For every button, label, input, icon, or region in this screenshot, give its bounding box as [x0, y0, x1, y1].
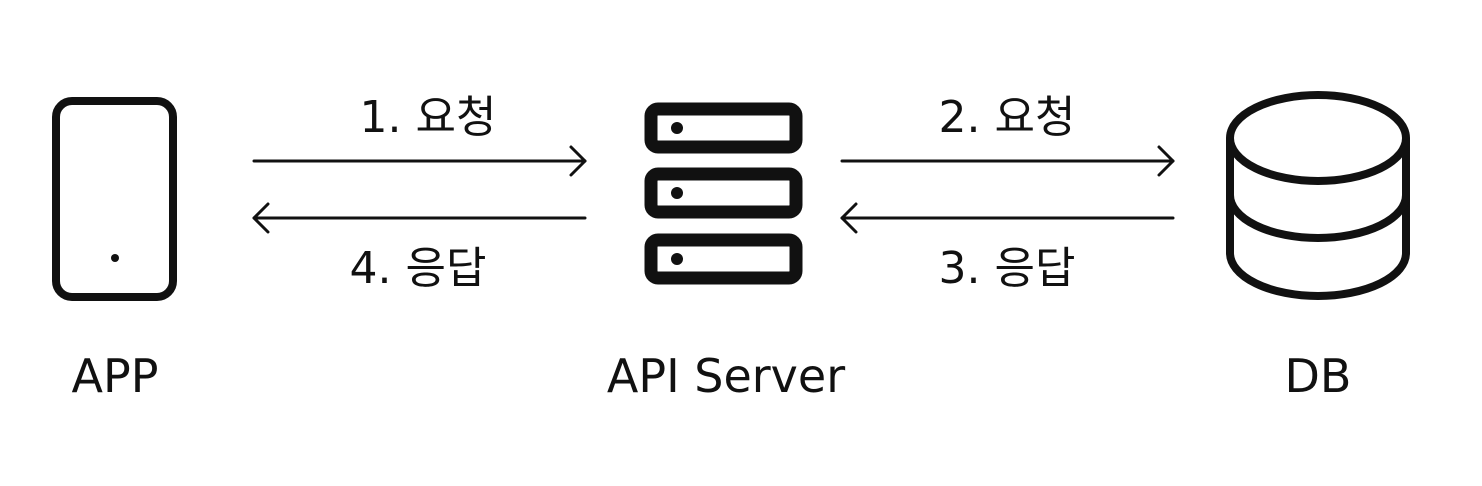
smartphone-icon: [52, 97, 177, 301]
server-unit-2: [644, 167, 803, 219]
node-label-db: DB: [1284, 349, 1352, 403]
edge-label-3-response: 3. 응답: [938, 243, 1076, 294]
edge-label-2-request: 2. 요청: [938, 92, 1076, 143]
arrow-db-to-server: [840, 202, 1175, 234]
edge-label-4-response: 4. 응답: [349, 243, 487, 294]
server-unit-3: [644, 233, 803, 285]
server-rack-icon: [644, 102, 803, 285]
arrow-server-to-app: [252, 202, 587, 234]
database-icon: [1226, 91, 1410, 300]
node-label-api-server: API Server: [606, 349, 846, 403]
server-led-1: [671, 122, 683, 134]
edge-label-1-request: 1. 요청: [359, 92, 497, 143]
server-unit-1: [644, 102, 803, 154]
arrow-app-to-server: [252, 145, 587, 177]
node-label-app: APP: [71, 349, 159, 403]
server-led-3: [671, 253, 683, 265]
server-led-2: [671, 187, 683, 199]
arrow-server-to-db: [840, 145, 1175, 177]
